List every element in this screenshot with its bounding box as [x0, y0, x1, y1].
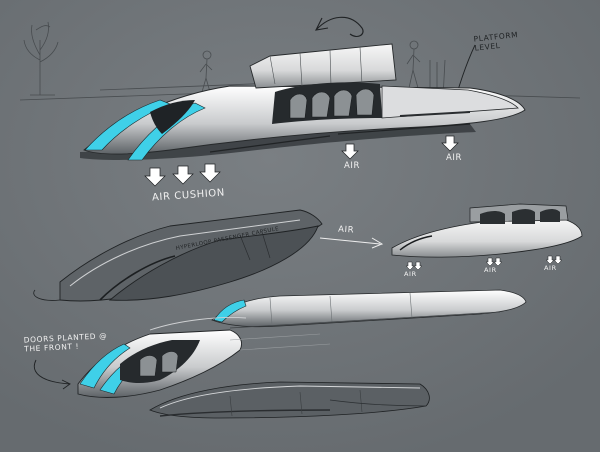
small-air-label-2: AIR: [484, 266, 497, 274]
note-leader: [34, 359, 71, 385]
open-door-capsule: [77, 317, 331, 398]
main-capsule: [80, 43, 526, 161]
long-capsule: [211, 289, 527, 329]
air-label-far-right: AIR: [446, 153, 463, 163]
profile-capsule: [33, 209, 323, 302]
top-swoosh-arrow: [315, 16, 364, 37]
small-air-label-3: AIR: [544, 264, 557, 272]
small-air-label-1: AIR: [404, 270, 417, 278]
air-arrow-right: [319, 237, 384, 249]
air-cushion-arrows: [144, 135, 459, 187]
note-arrowhead: [61, 379, 71, 390]
small-air-arrows: [405, 255, 563, 271]
bottom-capsule: [149, 381, 430, 419]
air-label-right: AIR: [344, 161, 361, 171]
air-arrow-label: AIR: [337, 224, 355, 236]
small-capsule: [391, 203, 583, 258]
capsule-seats: [289, 88, 375, 119]
